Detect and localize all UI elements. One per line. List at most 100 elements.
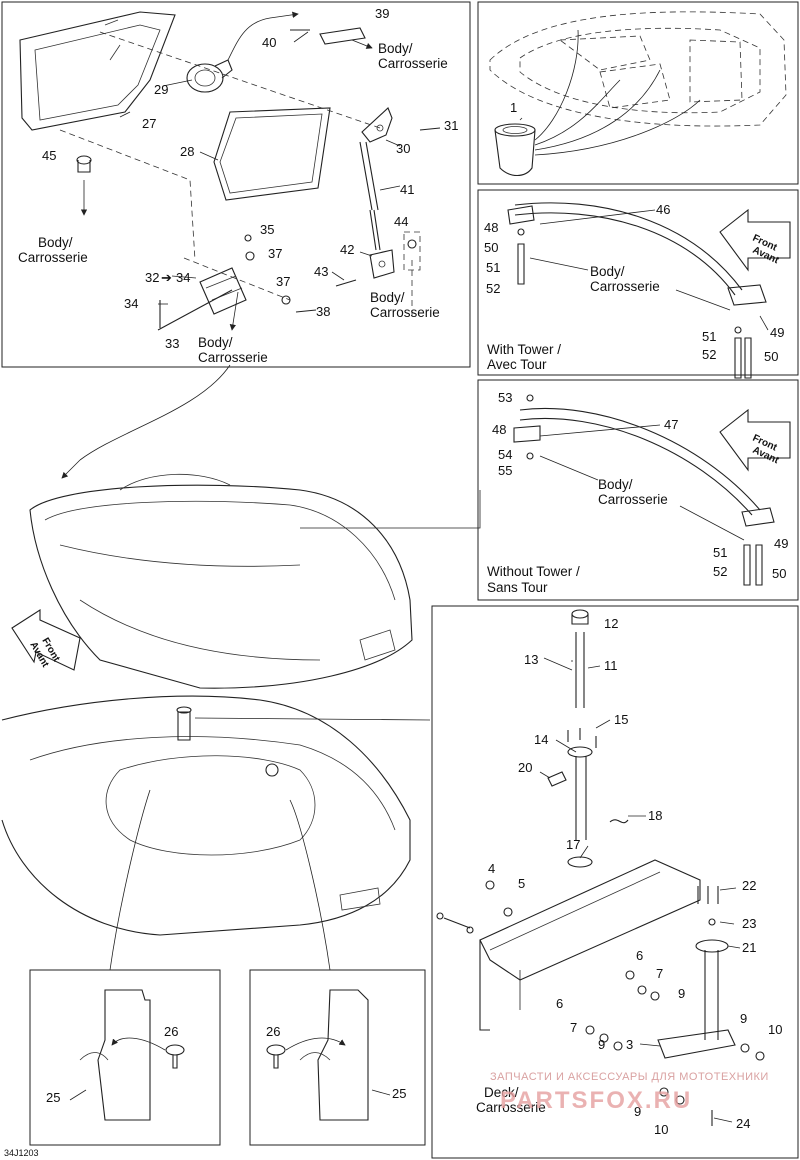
text-labels: 39 40 Body/ Carrosserie 29 27 31 30 28 4… <box>4 6 788 1158</box>
label-13: 13 <box>524 652 538 667</box>
label-body-3: Body/ <box>370 290 405 305</box>
label-49a: 49 <box>770 325 784 340</box>
latch-drawing <box>186 11 299 93</box>
handrail-46 <box>507 202 767 306</box>
label-55: 55 <box>498 463 512 478</box>
label-50c: 50 <box>772 566 786 581</box>
label-44: 44 <box>394 214 408 229</box>
label-9c: 9 <box>598 1037 605 1052</box>
glovebox-lid-drawing <box>19 11 176 131</box>
label-50b: 50 <box>764 349 778 364</box>
label-9b: 9 <box>740 1011 747 1026</box>
label-32: 32 <box>145 270 159 285</box>
base-plate-21 <box>657 939 736 1059</box>
label-15: 15 <box>614 712 628 727</box>
label-9d: 9 <box>634 1104 641 1119</box>
label-carrosserie-6: Carrosserie <box>598 492 668 507</box>
label-carrosserie-2: Carrosserie <box>18 250 88 265</box>
label-33: 33 <box>165 336 179 351</box>
studs-with-tower <box>517 228 752 379</box>
label-34b: 34 <box>124 296 138 311</box>
label-deck: Deck/ <box>484 1085 519 1100</box>
watermark-brand: PARTSFOX.RU <box>500 1087 692 1114</box>
label-23: 23 <box>742 916 756 931</box>
label-48b: 48 <box>492 422 506 437</box>
label-26b: 26 <box>266 1024 280 1039</box>
label-carrosserie-4: Carrosserie <box>198 350 268 365</box>
label-without-tower: Without Tower / <box>487 564 580 579</box>
label-body-1: Body/ <box>378 41 413 56</box>
handrail-47 <box>513 407 775 527</box>
label-25b: 25 <box>392 1086 406 1101</box>
label-21: 21 <box>742 940 756 955</box>
label-46: 46 <box>656 202 670 217</box>
front-arrow-with-tower <box>719 208 791 272</box>
label-14: 14 <box>534 732 548 747</box>
label-3: 3 <box>626 1037 633 1052</box>
label-30: 30 <box>396 141 410 156</box>
label-6b: 6 <box>556 996 563 1011</box>
label-7b: 7 <box>570 1020 577 1035</box>
rod-33 <box>157 289 233 331</box>
label-avec-tour: Avec Tour <box>487 357 547 372</box>
label-52c: 52 <box>713 564 727 579</box>
fasteners-bottom-right <box>436 728 765 1126</box>
label-41: 41 <box>400 182 414 197</box>
label-11: 11 <box>604 658 618 673</box>
label-40: 40 <box>262 35 276 50</box>
label-12: 12 <box>604 616 618 631</box>
label-42: 42 <box>340 242 354 257</box>
label-sans-tour: Sans Tour <box>487 580 548 595</box>
label-31: 31 <box>444 118 458 133</box>
label-52b: 52 <box>702 347 716 362</box>
label-24: 24 <box>736 1116 750 1131</box>
label-carrosserie-3: Carrosserie <box>370 305 440 320</box>
label-52a: 52 <box>486 281 500 296</box>
label-25a: 25 <box>46 1090 60 1105</box>
label-1: 1 <box>510 100 517 115</box>
label-body-5: Body/ <box>590 264 625 279</box>
panel-bottom-right <box>431 605 799 1159</box>
boat-stern-closeup <box>1 695 431 971</box>
label-4: 4 <box>488 861 495 876</box>
detail-right-drawing <box>266 989 369 1121</box>
label-body-6: Body/ <box>598 477 633 492</box>
label-10b: 10 <box>654 1122 668 1137</box>
studs-without-tower <box>526 394 763 586</box>
label-35: 35 <box>260 222 274 237</box>
label-47: 47 <box>664 417 678 432</box>
label-carrosserie-5: Carrosserie <box>590 279 660 294</box>
label-body-2: Body/ <box>38 235 73 250</box>
label-34a: 34 <box>176 270 190 285</box>
label-53: 53 <box>498 390 512 405</box>
panel-without-tower <box>477 379 799 601</box>
label-26a: 26 <box>164 1024 178 1039</box>
bracket-42 <box>369 249 395 279</box>
label-45: 45 <box>42 148 56 163</box>
label-38: 38 <box>316 304 330 319</box>
boat-perspective <box>29 364 481 689</box>
dashed-guide-lines <box>59 31 413 320</box>
hinge-bracket-30 <box>361 107 393 143</box>
label-49b: 49 <box>774 536 788 551</box>
label-51a: 51 <box>486 260 500 275</box>
watermark: ЗАПЧАСТИ И АКСЕССУАРЫ ДЛЯ МОТОТЕХНИКИ PA… <box>490 1071 768 1114</box>
label-27: 27 <box>142 116 156 131</box>
label-body-4: Body/ <box>198 335 233 350</box>
panel-detail-left <box>29 969 221 1146</box>
front-arrow-center <box>11 608 81 671</box>
panel-with-tower <box>477 189 799 376</box>
panel-top-left <box>1 1 471 368</box>
boat-top-view <box>489 11 787 177</box>
label-37a: 37 <box>268 246 282 261</box>
arrows-top-left <box>80 39 373 331</box>
post-assembly <box>547 609 629 868</box>
label-50a: 50 <box>484 240 498 255</box>
gasket-drawing <box>213 107 331 201</box>
label-carrosserie-1: Carrosserie <box>378 56 448 71</box>
front-arrow-without-tower <box>719 408 791 472</box>
label-32-arrow: ➔ <box>161 270 172 285</box>
label-6a: 6 <box>636 948 643 963</box>
label-with-tower: With Tower / <box>487 342 561 357</box>
